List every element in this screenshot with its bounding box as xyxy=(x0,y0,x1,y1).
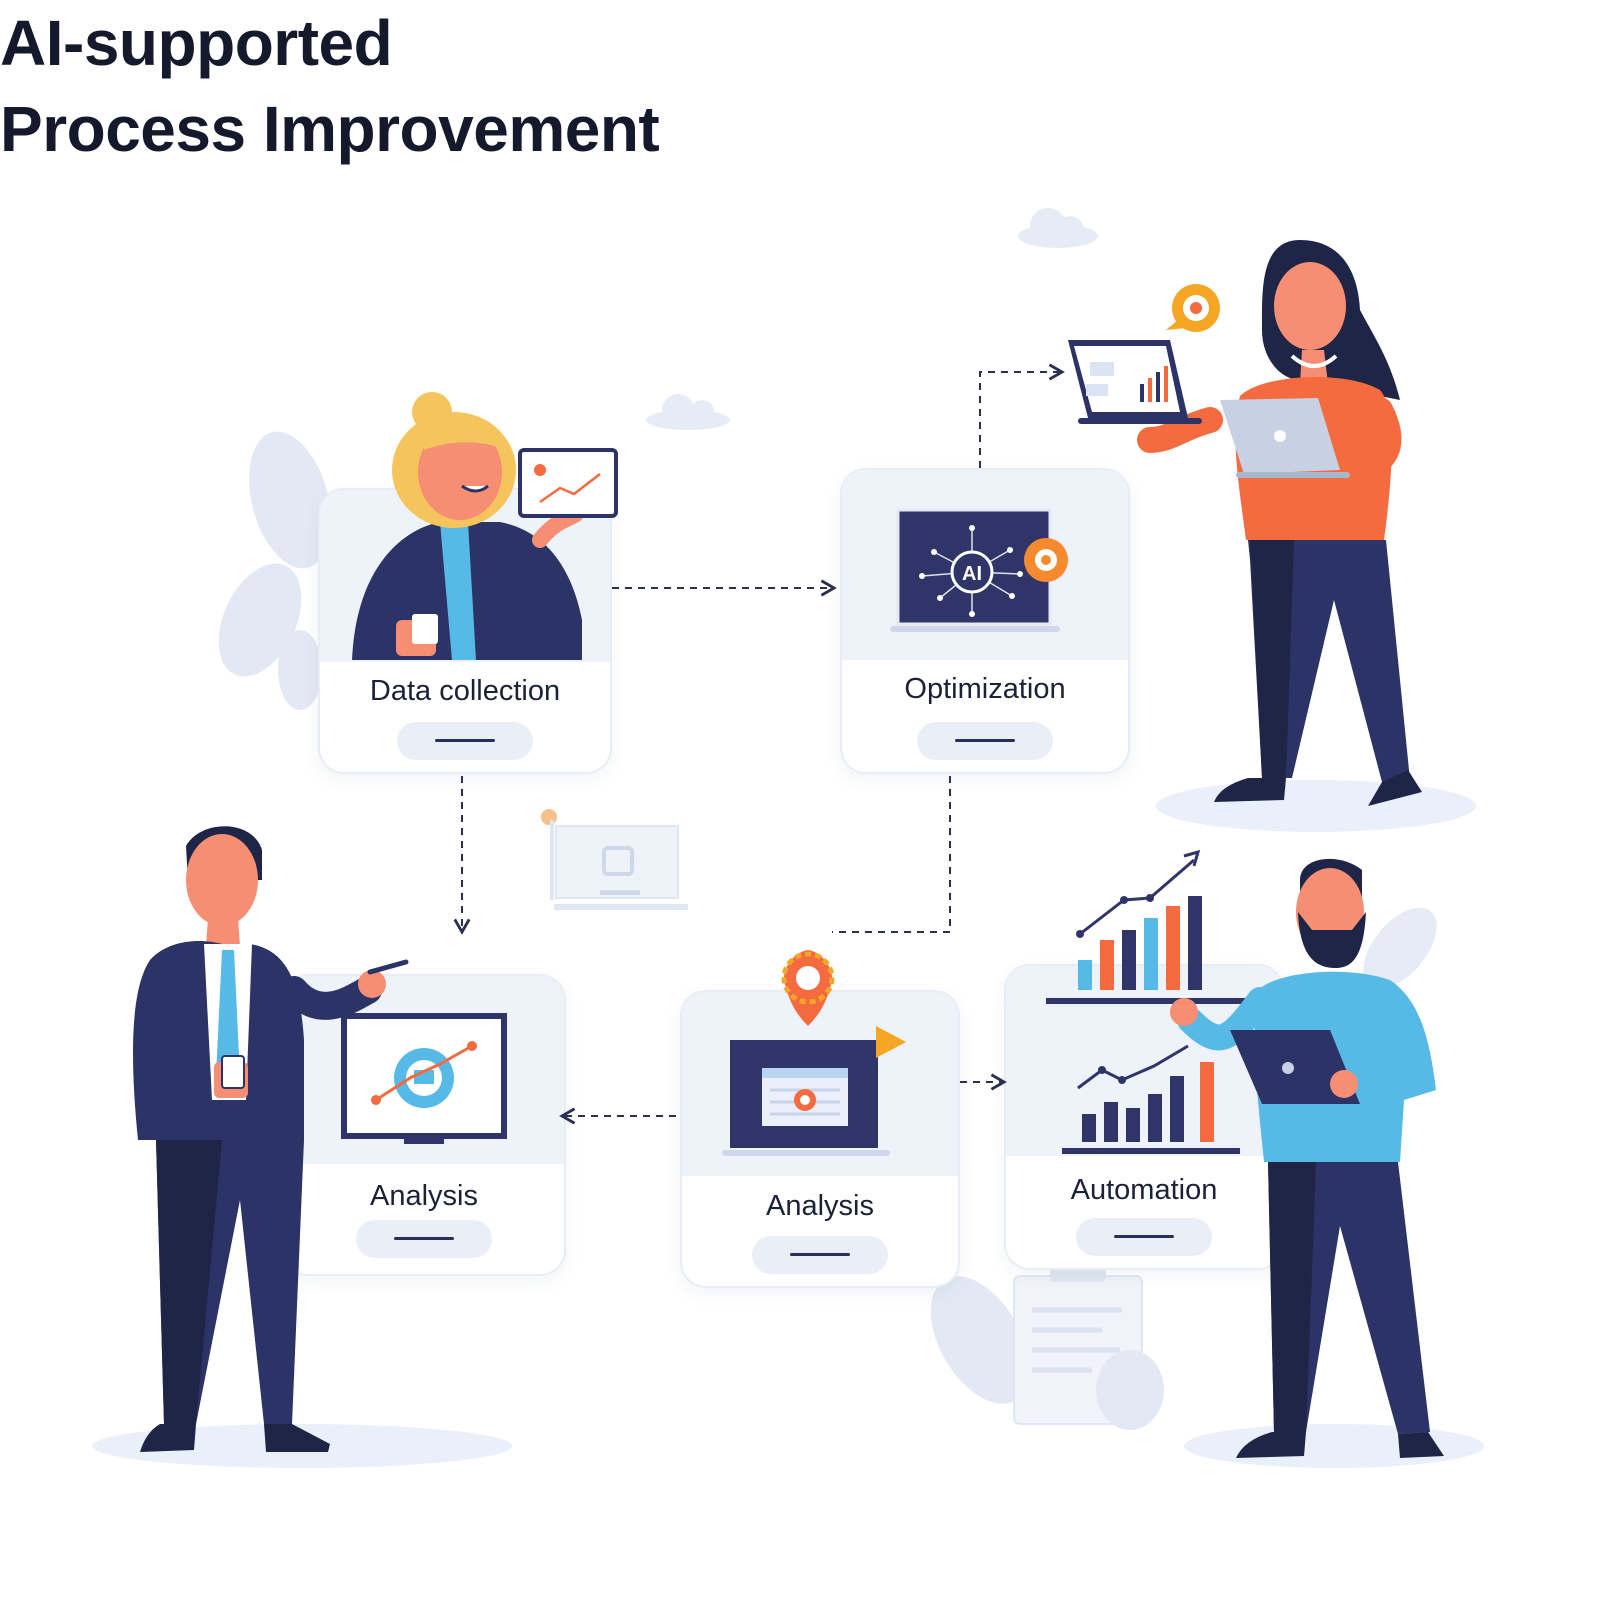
analysis-monitor-icon xyxy=(722,1026,906,1156)
automation-bar-chart-icon xyxy=(1062,1044,1240,1154)
title-line-2: Process Improvement xyxy=(0,93,660,165)
person-woman-blonde xyxy=(352,392,618,660)
step-action-button[interactable] xyxy=(397,722,533,760)
step-label: Analysis xyxy=(766,1190,874,1222)
tablet-chart-icon xyxy=(518,448,618,518)
connector-arrow xyxy=(979,363,1065,468)
card-image-area xyxy=(1006,966,1282,1156)
step-action-button[interactable] xyxy=(917,722,1053,760)
laptop-icon xyxy=(1220,398,1350,478)
step-label: Automation xyxy=(1070,1174,1218,1206)
location-pin-icon xyxy=(781,950,835,1026)
person-man-bearded xyxy=(1170,858,1444,1458)
person-woman-laptop xyxy=(1068,240,1422,806)
connector-line xyxy=(832,776,951,933)
cloud-icon xyxy=(1018,208,1098,248)
chat-bubble-icon xyxy=(1166,284,1220,332)
step-action-button[interactable] xyxy=(356,1220,492,1258)
leaf-decor xyxy=(1363,907,1437,989)
step-action-button[interactable] xyxy=(1076,1218,1212,1256)
photo-frame-decor xyxy=(541,809,688,910)
cloud-icon xyxy=(646,394,730,430)
step-label: Optimization xyxy=(904,673,1066,705)
growth-bar-chart-icon xyxy=(1046,849,1246,1004)
ai-chip-text: AI xyxy=(962,563,982,585)
page-title: AI-supported Process Improvement xyxy=(0,0,1600,172)
step-action-button[interactable] xyxy=(752,1236,888,1274)
analysis-chart-screen-icon xyxy=(341,1013,507,1144)
plant-leaves-decor xyxy=(218,431,331,710)
clipboard-decor xyxy=(930,1268,1164,1430)
laptop-dashboard-icon xyxy=(1068,340,1202,424)
title-line-1: AI-supported xyxy=(0,7,393,79)
step-label: Data collection xyxy=(369,675,561,707)
tablet-icon xyxy=(1230,1030,1360,1104)
person-man-suit xyxy=(133,826,409,1452)
step-label: Analysis xyxy=(370,1180,478,1212)
ai-monitor-icon: AI xyxy=(890,508,1068,632)
